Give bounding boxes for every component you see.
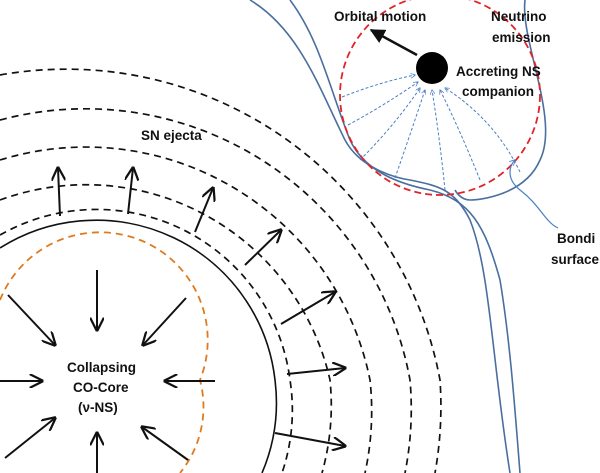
accreting-ns-label-line1: Accreting NS bbox=[456, 64, 541, 79]
neutron-star bbox=[416, 52, 448, 84]
bondi-label-line1: Bondi bbox=[557, 231, 595, 246]
ejecta-shell-5 bbox=[0, 68, 442, 473]
ejecta-shell-3 bbox=[0, 146, 373, 473]
collapsing-core-boundary bbox=[0, 231, 209, 473]
bondi-surface-leader bbox=[510, 160, 559, 229]
flow-line-3 bbox=[359, 88, 420, 161]
ejecta-shell-2 bbox=[0, 183, 333, 473]
ejecta-shell-4 bbox=[0, 107, 413, 473]
sn-ejecta-label: SN ejecta bbox=[141, 128, 202, 143]
ejecta-shell-1 bbox=[0, 208, 294, 473]
flow-line-1 bbox=[341, 75, 415, 98]
neutrino-label-line2: emission bbox=[492, 30, 551, 45]
ejecta-arrow bbox=[128, 168, 133, 215]
envelope-line-1 bbox=[249, 0, 511, 473]
core-label-line3: (ν-NS) bbox=[78, 400, 118, 415]
neutrino-label-line1: Neutrino bbox=[491, 9, 547, 24]
bondi-sphere bbox=[339, 0, 541, 196]
core-label-line1: Collapsing bbox=[67, 360, 136, 375]
ejecta-arrow bbox=[286, 368, 345, 374]
collapse-arrow bbox=[142, 427, 189, 461]
bondi-label-line2: surface bbox=[551, 252, 600, 267]
flow-line-5 bbox=[432, 90, 446, 191]
ejecta-arrow bbox=[194, 188, 213, 233]
ejecta-arrow bbox=[58, 168, 60, 217]
sn-ejecta-shells bbox=[0, 68, 442, 473]
envelope-line-3 bbox=[454, 0, 547, 201]
orbital-motion-arrow bbox=[369, 28, 418, 57]
envelope-lines bbox=[249, 0, 547, 473]
flow-line-4 bbox=[394, 90, 425, 179]
orbital-motion-label: Orbital motion bbox=[334, 9, 426, 24]
ejecta-arrow bbox=[280, 292, 335, 325]
flow-line-2 bbox=[347, 82, 418, 126]
ejecta-velocity-arrows bbox=[58, 168, 345, 446]
flow-line-7 bbox=[445, 88, 521, 173]
flow-line-6 bbox=[440, 90, 481, 181]
core-label-line2: CO-Core bbox=[73, 380, 129, 395]
core-outer-boundary bbox=[0, 219, 278, 473]
ejecta-arrow bbox=[244, 230, 281, 266]
envelope-line-2 bbox=[289, 0, 521, 473]
accreting-ns-label-line2: companion bbox=[462, 84, 534, 99]
collapse-arrow bbox=[143, 297, 187, 345]
collapse-arrows bbox=[0, 270, 215, 473]
collapse-arrow bbox=[7, 294, 55, 345]
ejecta-arrow bbox=[274, 432, 345, 446]
collapse-arrow bbox=[4, 418, 55, 459]
